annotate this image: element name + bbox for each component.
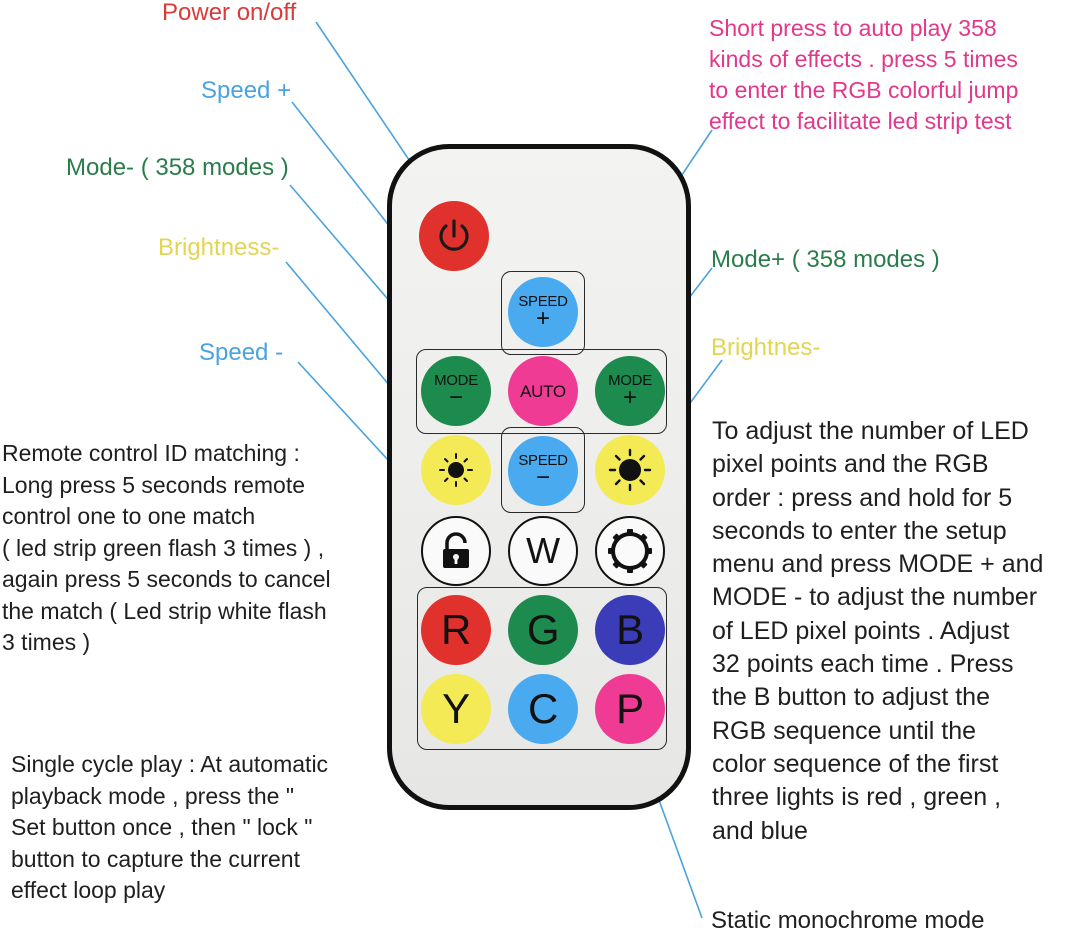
brightness-up-button[interactable] (595, 435, 665, 505)
blue-button[interactable]: B (595, 595, 665, 665)
cross-panel-middle (416, 349, 667, 434)
green-button[interactable]: G (508, 595, 578, 665)
speed-minus-button[interactable]: SPEED − (508, 436, 578, 506)
yellow-label: Y (442, 685, 470, 732)
purple-label: P (616, 685, 644, 732)
cross-panel-bottom (501, 427, 585, 513)
power-button[interactable] (419, 201, 489, 271)
lock-button[interactable] (421, 516, 491, 586)
label-mode-plus: Mode+ ( 358 modes ) (711, 246, 940, 273)
mode-plus-label: MODE (608, 371, 652, 389)
mode-minus-button[interactable]: MODE − (421, 356, 491, 426)
mode-plus-button[interactable]: MODE + (595, 356, 665, 426)
mode-minus-label: MODE (434, 371, 478, 389)
cyan-label: C (527, 685, 559, 732)
white-button[interactable]: W (508, 516, 578, 586)
remote-control: SPEED + MODE − AUTO MODE + SPEED − (387, 144, 691, 810)
label-power: Power on/off (162, 0, 297, 26)
auto-label: AUTO (520, 381, 566, 401)
sun-large-icon (608, 448, 652, 492)
brightness-down-button[interactable] (421, 435, 491, 505)
id-matching-description: Remote control ID matching : Long press … (2, 440, 331, 655)
speed-plus-sign: + (535, 304, 550, 332)
speed-plus-label: SPEED (518, 292, 568, 310)
label-mode-minus: Mode- ( 358 modes ) (66, 154, 289, 181)
label-brightness-right: Brightnes- (711, 334, 821, 361)
lock-icon (443, 532, 469, 568)
auto-button[interactable]: AUTO (508, 356, 578, 426)
mode-minus-sign: − (448, 383, 463, 411)
speed-plus-button[interactable]: SPEED + (508, 277, 578, 347)
auto-description: Short press to auto play 358 kinds of ef… (709, 15, 1019, 134)
red-label: R (440, 606, 472, 653)
red-button[interactable]: R (421, 595, 491, 665)
label-speed-plus: Speed + (201, 77, 292, 104)
speed-minus-label: SPEED (518, 451, 568, 469)
speed-minus-sign: − (535, 463, 550, 491)
cross-panel-top (501, 271, 585, 355)
label-static-mode: Static monochrome mode (711, 907, 985, 934)
gear-icon (608, 529, 652, 573)
cyan-button[interactable]: C (508, 674, 578, 744)
sun-small-icon (439, 453, 473, 487)
single-cycle-description: Single cycle play : At automatic playbac… (11, 751, 329, 903)
mode-plus-sign: + (622, 383, 637, 411)
label-speed-minus: Speed - (199, 339, 284, 366)
label-brightness-minus: Brightness- (158, 234, 280, 261)
settings-button[interactable] (595, 516, 665, 586)
green-label: G (526, 606, 560, 653)
setup-description: To adjust the number of LED pixel points… (712, 417, 1044, 845)
yellow-button[interactable]: Y (421, 674, 491, 744)
white-label: W (526, 530, 560, 571)
power-icon (439, 219, 469, 251)
purple-button[interactable]: P (595, 674, 665, 744)
blue-label: B (616, 606, 644, 653)
color-panel (417, 587, 667, 750)
